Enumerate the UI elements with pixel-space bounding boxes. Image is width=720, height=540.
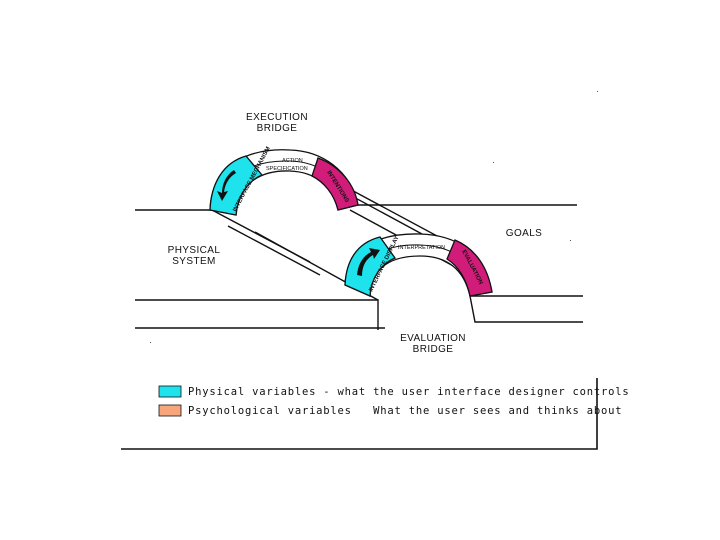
psychological-legend-text: Psychological variables What the user se…: [188, 405, 622, 417]
execution-bridge-line2: BRIDGE: [257, 123, 298, 134]
scan-specks: [150, 91, 598, 343]
lower-ground-1: [135, 299, 379, 330]
interface-mechanism-segment: [209, 155, 264, 216]
physical-legend-text: Physical variables - what the user inter…: [188, 386, 630, 398]
evaluation-bridge: INTERFACE DISPLAY EVALUATION INTERPRETAT…: [344, 233, 493, 297]
main-labels: EXECUTION BRIDGE PHYSICAL SYSTEM GOALS E…: [168, 112, 542, 355]
execution-bridge-line1: EXECUTION: [246, 112, 308, 123]
intentions-segment: [311, 157, 359, 211]
execution-arrow-icon: [217, 170, 236, 201]
evaluation-bridge-line2: BRIDGE: [413, 344, 454, 355]
psychological-legend-swatch: [158, 404, 182, 417]
evaluation-segment: [446, 239, 493, 297]
evaluation-bridge-line1: EVALUATION: [400, 333, 466, 344]
goals-label: GOALS: [506, 228, 542, 239]
action-specification-line2: SPECIFICATION: [266, 166, 308, 172]
execution-bridge: INTERFACE MECHANISM INTENTIONS ACTION SP…: [209, 146, 359, 216]
interpretation-label: INTERPRETATION: [398, 245, 445, 251]
physical-system-line1: PHYSICAL: [168, 245, 221, 256]
action-specification-line1: ACTION: [282, 158, 303, 164]
slope-line-2: [227, 225, 321, 276]
right-ground-2: [469, 295, 583, 323]
physical-legend-swatch: [158, 385, 182, 398]
legend: Physical variables - what the user inter…: [121, 378, 630, 450]
legend-frame: [121, 378, 598, 450]
physical-system-line2: SYSTEM: [172, 256, 216, 267]
evaluation-arrow-icon: [357, 248, 380, 276]
interface-display-segment: [344, 236, 396, 297]
